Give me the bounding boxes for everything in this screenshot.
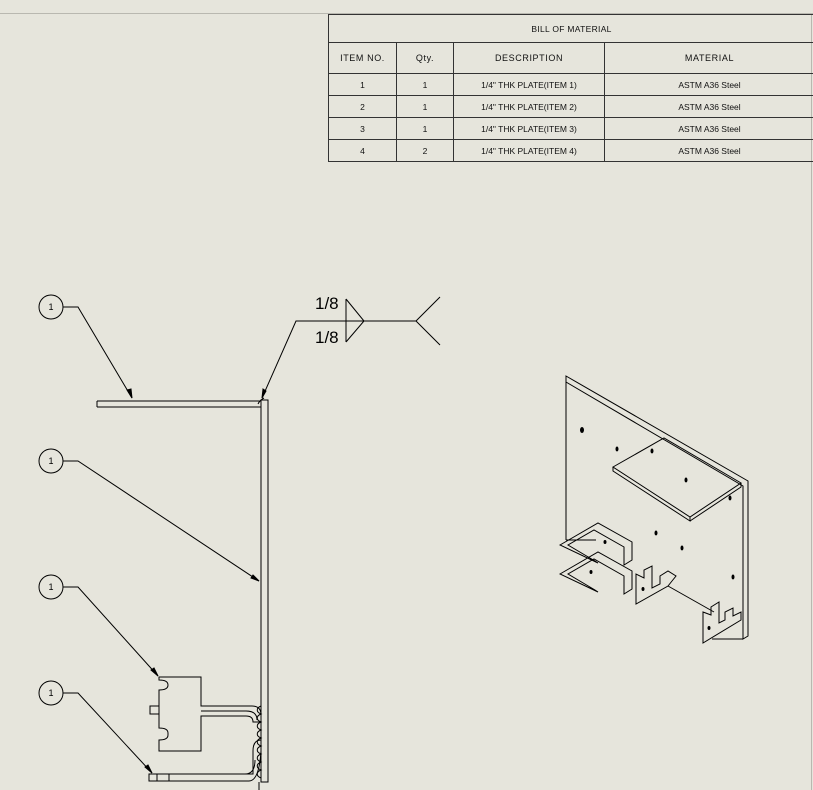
- balloon-3-label: 1: [48, 582, 53, 592]
- top-plate: [96, 400, 261, 408]
- bom-row: 3 1 1/4" THK PLATE(ITEM 3) ASTM A36 Stee…: [328, 117, 813, 140]
- balloon-leader: [63, 586, 159, 677]
- bom-row: 4 2 1/4" THK PLATE(ITEM 4) ASTM A36 Stee…: [328, 139, 813, 162]
- lower-bracket-inner: [156, 759, 256, 781]
- balloon-leader: [63, 306, 133, 399]
- bracket-tab: [149, 705, 160, 715]
- leader-arrowhead: [250, 574, 260, 582]
- weld-size-arrow-side: 1/8: [315, 294, 339, 313]
- weld-tail: [415, 296, 441, 346]
- iso-holes: [580, 427, 735, 630]
- bom-cell-material: ASTM A36 Steel: [604, 139, 813, 162]
- leader-arrowhead: [144, 764, 153, 774]
- bill-of-material-table: BILL OF MATERIAL ITEM NO. Qty. DESCRIPTI…: [328, 14, 813, 162]
- iso-mid-bracket: [635, 565, 677, 605]
- balloon-4-label: 1: [48, 688, 53, 698]
- balloon-leader: [63, 460, 260, 582]
- bom-cell-description: 1/4" THK PLATE(ITEM 4): [453, 139, 605, 162]
- weld-size-other-side: 1/8: [315, 328, 339, 347]
- iso-back-plate-edge: [565, 375, 749, 640]
- iso-bracket-lower: [558, 551, 633, 595]
- weld-symbol: [261, 296, 441, 399]
- bom-header-description: DESCRIPTION: [453, 42, 605, 74]
- bom-row: 1 1 1/4" THK PLATE(ITEM 1) ASTM A36 Stee…: [328, 73, 813, 96]
- balloon-2-label: 1: [48, 456, 53, 466]
- weld-arrowhead: [261, 388, 267, 399]
- sheet-border-right: [811, 13, 812, 790]
- iso-right-bracket: [702, 601, 742, 644]
- upper-bracket: [158, 676, 262, 752]
- iso-top-shelf: [612, 437, 742, 518]
- balloon-leader: [63, 692, 153, 774]
- lower-bracket: [148, 739, 262, 782]
- back-plate: [260, 399, 269, 783]
- weld-reference-line: [261, 320, 416, 399]
- leader-arrowhead: [126, 388, 133, 399]
- iso-projection-line: [667, 585, 715, 613]
- balloon-group: [38, 294, 260, 774]
- side-view: [96, 397, 269, 790]
- iso-bracket-upper: [558, 522, 633, 566]
- leader-arrowhead: [150, 667, 159, 677]
- weld-bead: [256, 705, 263, 779]
- sheet-border-top: [0, 13, 813, 14]
- isometric-view: [558, 375, 749, 644]
- iso-top-shelf-thickness: [612, 467, 742, 522]
- top-plate-bend: [257, 397, 265, 405]
- balloon-1-label: 1: [48, 302, 53, 312]
- bom-header-material: MATERIAL: [604, 42, 813, 74]
- bom-cell-item: 4: [328, 139, 397, 162]
- fillet-weld-symbol: [345, 298, 365, 343]
